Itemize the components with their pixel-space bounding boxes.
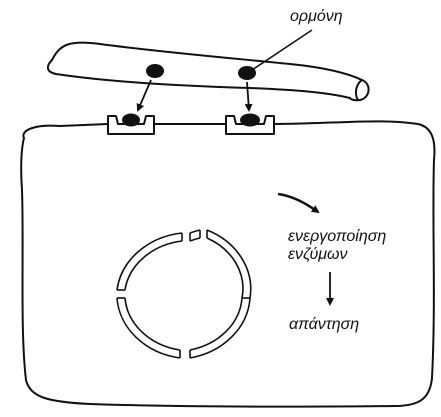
response-label: απάντηση (289, 316, 359, 334)
binding-arrow (247, 82, 249, 110)
nucleus (117, 230, 251, 358)
enzyme-activation-label-line2: ενζύμων (288, 246, 348, 264)
receptor (108, 114, 154, 135)
hormone-molecule (146, 64, 164, 78)
hormone-molecule (238, 66, 256, 80)
signal-arrow (278, 194, 318, 212)
hormone-label: ορμόνη (290, 8, 343, 26)
binding-arrow (138, 80, 151, 110)
receptor (226, 114, 274, 135)
enzyme-activation-label: ενεργοποίηση (288, 228, 386, 246)
cell-membrane (21, 121, 434, 406)
blood-vessel (48, 43, 369, 101)
